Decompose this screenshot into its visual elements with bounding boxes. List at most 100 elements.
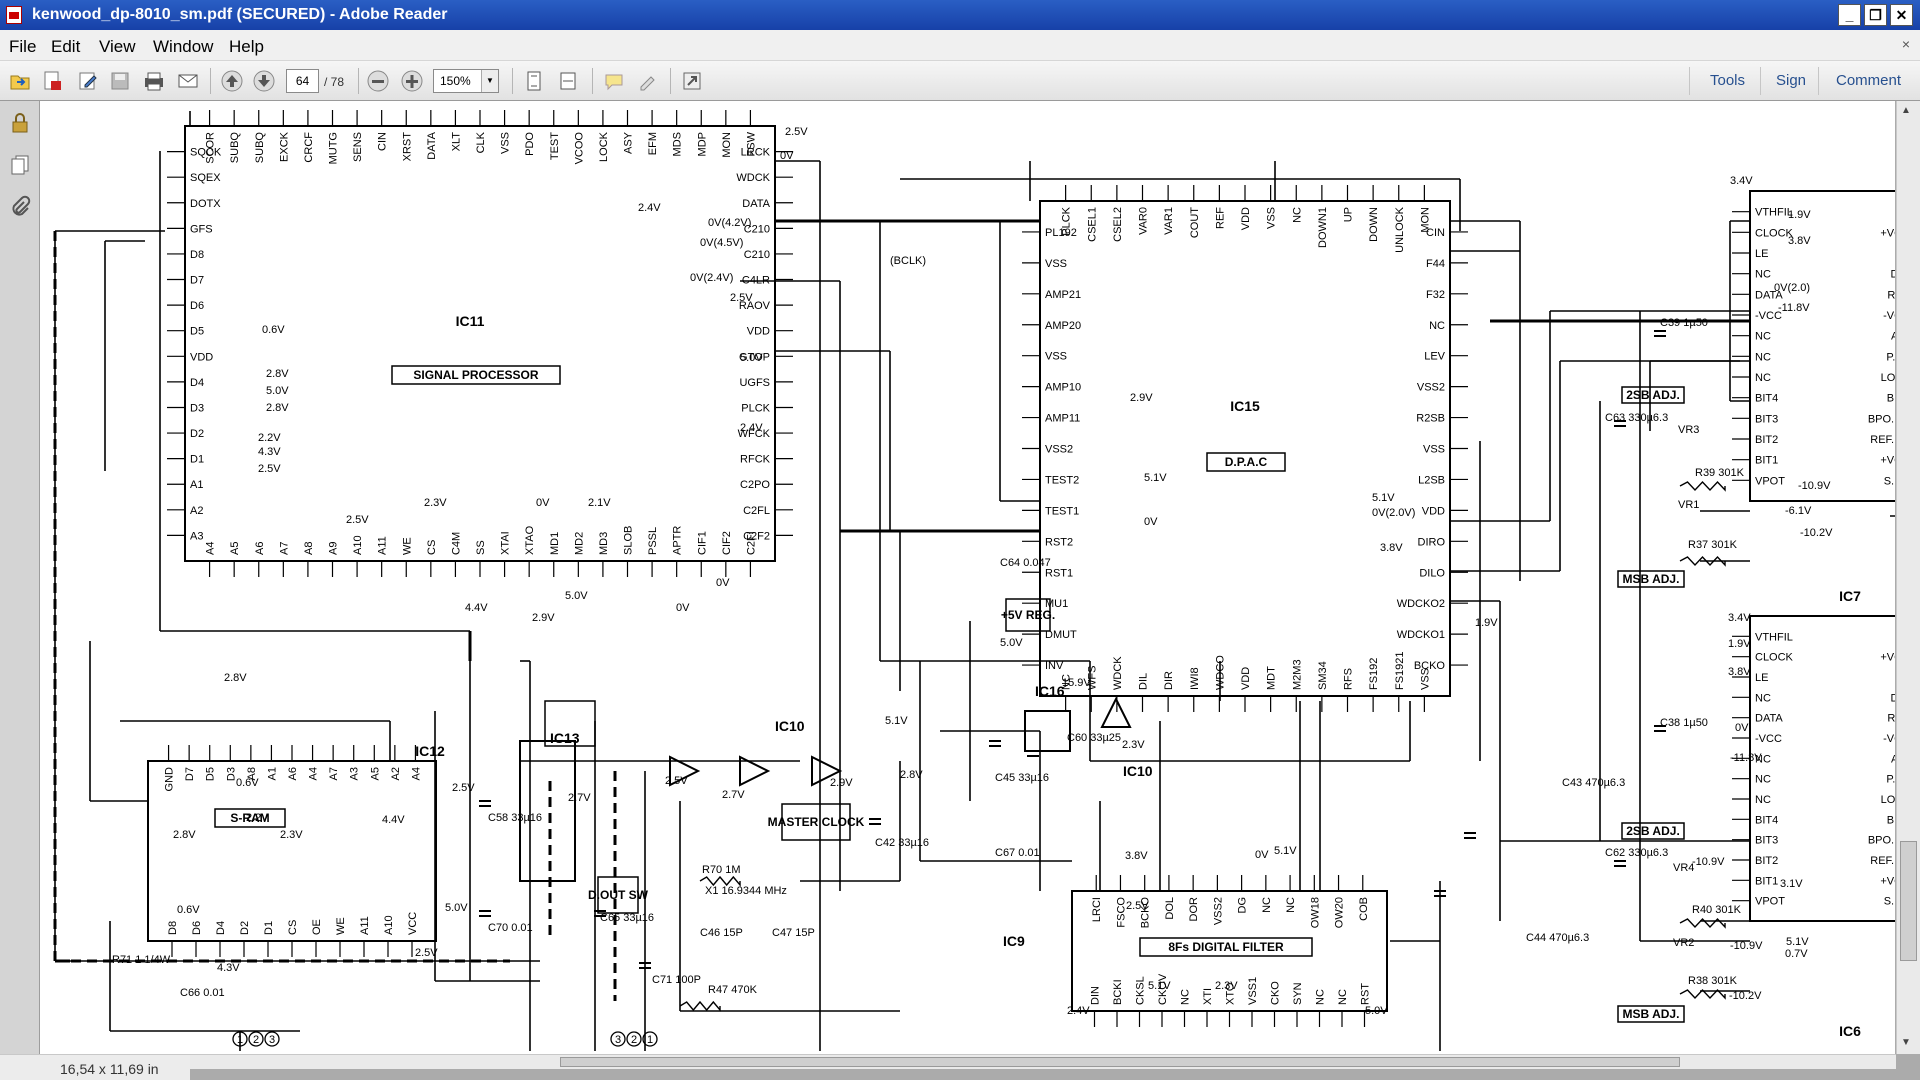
ic12-bottom-pin-label: OE xyxy=(311,919,323,935)
minimize-button[interactable]: _ xyxy=(1838,4,1861,26)
ic9-bottom-pin-label: CKOV xyxy=(1157,973,1169,1005)
ic7-right-pin-label: P.NF xyxy=(1886,351,1895,363)
sram-box xyxy=(214,808,286,828)
horizontal-scroll-thumb[interactable] xyxy=(560,1057,1680,1067)
comment-bubble-icon[interactable] xyxy=(602,69,626,93)
ic12-bottom-pin-label: A10 xyxy=(383,915,395,935)
ic6-name: IC6 xyxy=(1839,1023,1861,1039)
ic7-left-pin-label: DATA xyxy=(1755,289,1783,301)
menu-view[interactable]: View xyxy=(99,37,136,56)
ic15-bottom-pin-label: WDCK xyxy=(1112,656,1124,690)
ic11-top-pin-label: SCOR xyxy=(205,132,217,164)
ic11-right-pin-label: C210 xyxy=(744,223,770,235)
voltage-label: 0V xyxy=(1144,516,1158,528)
voltage-label: 0.6V xyxy=(262,324,285,336)
ic11-left-pin-label: D6 xyxy=(190,300,204,312)
adobe-reader-icon xyxy=(6,6,22,24)
scroll-up-icon[interactable]: ▲ xyxy=(1901,105,1911,116)
ic11-bottom-pin-label: A4 xyxy=(205,542,217,555)
connector-pin xyxy=(232,1031,248,1047)
ic15-top-pin-label: MON xyxy=(1419,207,1431,233)
ic11-bottom-pin-label: MD1 xyxy=(549,532,561,555)
voltage-label: 2.8V xyxy=(266,368,289,380)
menu-window[interactable]: Window xyxy=(153,37,214,56)
ic11-right-pin-label: GTOP xyxy=(739,351,770,363)
tools-link[interactable]: Tools xyxy=(1710,72,1746,89)
vertical-scrollbar[interactable]: ▲ ▼ xyxy=(1896,101,1920,1054)
ic6-left-pin-label: BIT1 xyxy=(1755,875,1778,887)
ic15-left-pin-label: RST2 xyxy=(1045,536,1073,548)
ic12-top-pin-label: A4 xyxy=(308,767,320,780)
vertical-scroll-thumb[interactable] xyxy=(1900,841,1917,961)
ic11-top-pin-label: CIN xyxy=(377,132,389,151)
ic6-left-pin-label: NC xyxy=(1755,692,1771,704)
menu-help[interactable]: Help xyxy=(229,37,264,56)
save-icon[interactable] xyxy=(108,69,132,93)
sign-link[interactable]: Sign xyxy=(1776,72,1807,89)
voltage-label: 2.3V xyxy=(1122,739,1145,751)
attachments-icon[interactable] xyxy=(8,195,32,219)
ic7-right-pin-label: REF.FIL xyxy=(1870,434,1895,446)
component-label-vr1: VR1 xyxy=(1678,499,1699,511)
ic7-left-pin-label: LE xyxy=(1755,248,1768,260)
component-label-vr2: VR2 xyxy=(1673,937,1694,949)
zoom-in-icon[interactable] xyxy=(400,69,424,93)
page-thumbnails-icon[interactable] xyxy=(8,153,32,177)
voltage-label: 0V(2.0) xyxy=(1774,282,1810,294)
zoom-select[interactable]: 150% ▼ xyxy=(433,69,499,93)
box-label-adj_2sb: 2SB ADJ. xyxy=(1626,388,1680,402)
voltage-label: -6.1V xyxy=(1785,505,1812,517)
full-screen-icon[interactable] xyxy=(680,69,704,93)
menu-edit[interactable]: Edit xyxy=(51,37,81,56)
horizontal-scrollbar[interactable] xyxy=(40,1054,1896,1069)
next-page-icon[interactable] xyxy=(252,69,276,93)
voltage-label: 1.9V xyxy=(1728,638,1751,650)
open-icon[interactable] xyxy=(8,69,32,93)
ic12-top-pin-label: D7 xyxy=(184,767,196,781)
restore-button[interactable]: ❐ xyxy=(1864,4,1887,26)
fit-page-icon[interactable] xyxy=(522,69,546,93)
fit-width-icon[interactable] xyxy=(556,69,580,93)
create-pdf-icon[interactable] xyxy=(40,69,64,93)
voltage-label: 2.5V xyxy=(415,947,438,959)
menu-file[interactable]: File xyxy=(9,37,37,56)
zoom-out-icon[interactable] xyxy=(366,69,390,93)
ic6-left-pin-label: CLOCK xyxy=(1755,652,1794,664)
close-button[interactable]: ✕ xyxy=(1890,4,1913,26)
chevron-down-icon[interactable]: ▼ xyxy=(481,70,498,92)
edit-pdf-icon[interactable] xyxy=(76,69,100,93)
page-number-input[interactable]: 64 xyxy=(286,69,319,93)
ic12-top-pin-label: D5 xyxy=(205,767,217,781)
buffer-symbol xyxy=(1100,696,1132,728)
ic7-name: IC7 xyxy=(1839,588,1861,604)
dpac-box xyxy=(1206,452,1286,472)
ic15-right-pin-label: VSS xyxy=(1423,444,1445,456)
ic11-bottom-pin-label: XTAO xyxy=(524,525,536,555)
ic15-top-pin-label: CSEL1 xyxy=(1086,207,1098,242)
ic11-top-pin-label: XLT xyxy=(450,132,462,152)
ic6-right-pin-label: P.NF xyxy=(1886,774,1895,786)
ic15-right-pin-label: DIRO xyxy=(1418,536,1446,548)
ic9-top-pin-label: NC xyxy=(1285,897,1297,913)
ic11-right-pin-label: C2PO xyxy=(740,479,770,491)
ic11-left-pin-label: VDD xyxy=(190,351,213,363)
ic15-right-pin-label: F32 xyxy=(1426,289,1445,301)
close-document-icon[interactable]: × xyxy=(1901,36,1910,52)
print-icon[interactable] xyxy=(142,69,166,93)
comment-link[interactable]: Comment xyxy=(1836,72,1902,89)
email-icon[interactable] xyxy=(176,69,200,93)
component-label-c70: C70 0.01 xyxy=(488,922,533,934)
connector-label: 3 xyxy=(615,1034,621,1046)
highlight-icon[interactable] xyxy=(636,69,660,93)
lock-icon[interactable] xyxy=(8,111,32,135)
ic11-bottom-pin-label: A5 xyxy=(229,542,241,555)
ic15-bottom-pin-label: FS1921 xyxy=(1394,651,1406,690)
previous-page-icon[interactable] xyxy=(220,69,244,93)
scroll-down-icon[interactable]: ▼ xyxy=(1901,1037,1911,1048)
d-out-switch-body xyxy=(544,700,596,747)
ic11-bottom-pin-label: PSSL xyxy=(647,527,659,555)
component-label-c58: C58 33µ16 xyxy=(488,812,542,824)
ic9-bottom-pin-label: NC xyxy=(1315,989,1327,1005)
